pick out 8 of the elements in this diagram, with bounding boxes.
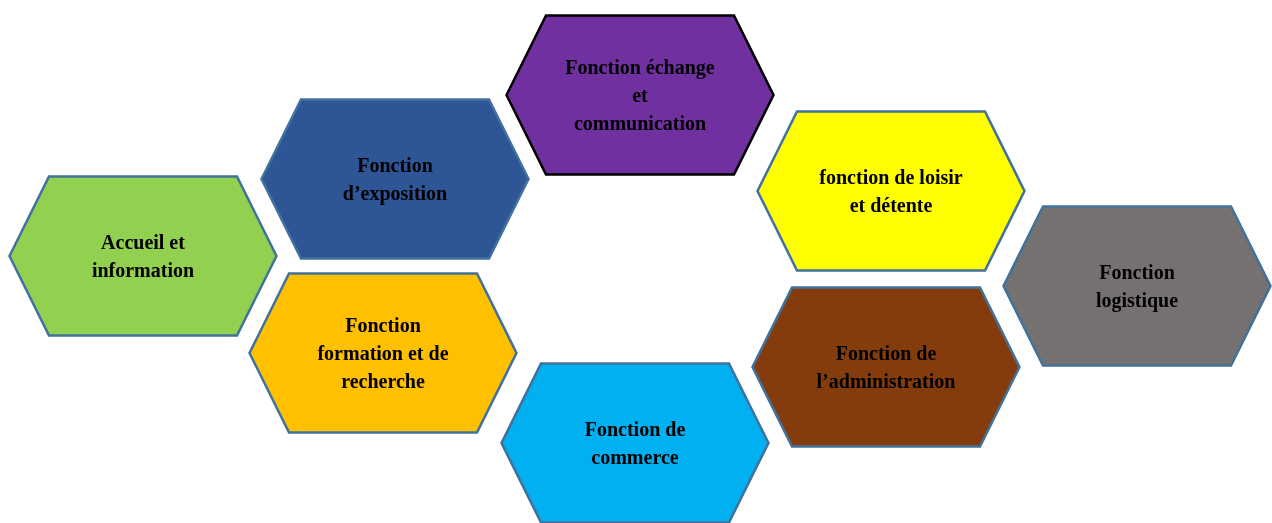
hexagon-label: Fonction formation et de recherche <box>316 313 450 394</box>
hexagon-label: fonction de loisir et détente <box>818 165 964 218</box>
hexagon-label: Fonction d’exposition <box>341 153 449 207</box>
hexagon-label: Fonction logistique <box>1094 260 1180 314</box>
hexagon-label: Fonction de commerce <box>583 417 687 470</box>
hexagon-label: Accueil et information <box>90 230 196 283</box>
hexagon-label: Fonction échange et communication <box>565 55 715 136</box>
hexagon-label: Fonction de l’administration <box>815 341 957 394</box>
